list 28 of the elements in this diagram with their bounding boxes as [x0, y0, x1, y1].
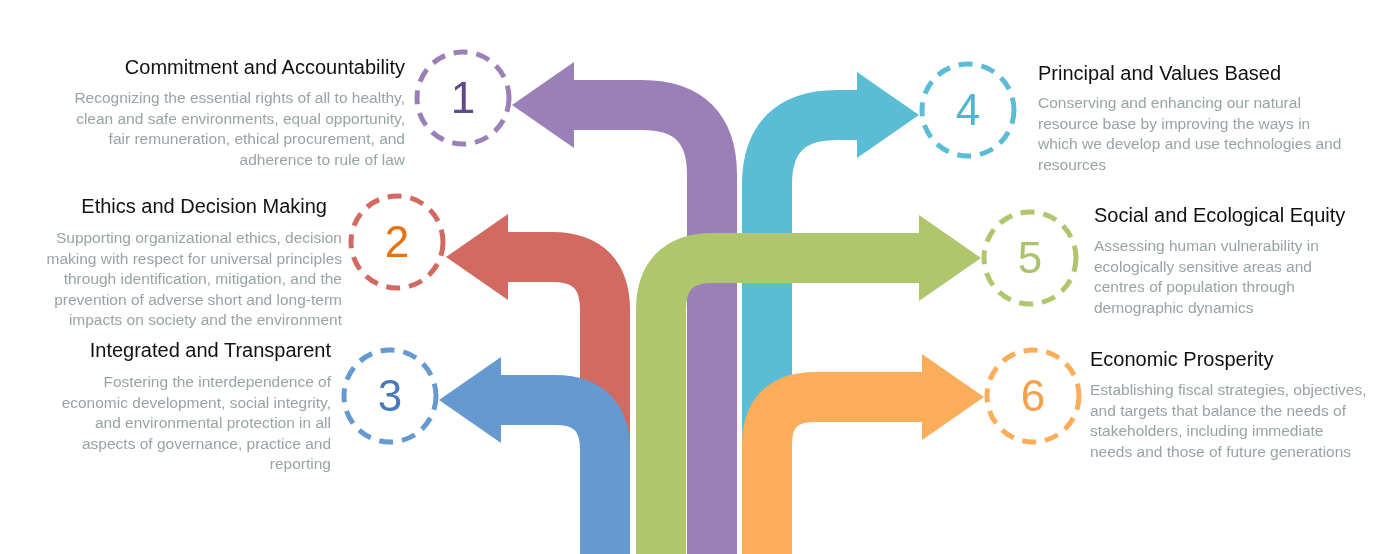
- dashed-circle: [347, 192, 447, 292]
- curved-arrow: [512, 62, 737, 554]
- description: Assessing human vulnerability in ecologically sensitive areas and centres of population through demographic dynamics: [1094, 236, 1320, 318]
- description: Fostering the interdependence of economic development, social integrity, and environmental protection in all aspects of governance, practice and reporting: [60, 372, 331, 474]
- heading: Social and Ecological Equity: [1094, 203, 1346, 227]
- dashed-circle: [980, 208, 1080, 308]
- curved-arrow: [742, 354, 984, 554]
- dashed-circle: [918, 60, 1018, 160]
- description: Supporting organizational ethics, decision making with respect for universal principles through identification, mitigation, and the prevention of adverse short and long-term impacts on society and the environment: [45, 228, 342, 330]
- dashed-circle: [983, 346, 1083, 446]
- heading: Integrated and Transparent: [89, 338, 331, 362]
- curved-arrow: [439, 357, 630, 554]
- dashed-circle: [340, 346, 440, 446]
- description: Conserving and enhancing our natural resource base by improving the ways in which we develop and use technologies and resources: [1038, 93, 1343, 175]
- step-number: 2: [384, 218, 410, 266]
- step-number: 6: [1020, 372, 1046, 420]
- description: Recognizing the essential rights of all to healthy, clean and safe environments, equal opportunity, fair remuneration, ethical procurement, and adherence to rule of law: [73, 88, 405, 170]
- dashed-circle: [413, 48, 513, 148]
- step-number: 1: [450, 74, 476, 122]
- heading: Ethics and Decision Making: [81, 194, 327, 218]
- description: Establishing fiscal strategies, objectives, and targets that balance the needs of stakeholders, including immediate needs and those of future generations: [1090, 380, 1368, 462]
- heading: Economic Prosperity: [1090, 347, 1274, 371]
- step-number: 3: [377, 372, 403, 420]
- curved-arrow: [636, 215, 981, 554]
- step-number: 4: [955, 86, 981, 134]
- heading: Principal and Values Based: [1038, 61, 1282, 85]
- heading: Commitment and Accountability: [124, 55, 405, 79]
- step-number: 5: [1017, 234, 1043, 282]
